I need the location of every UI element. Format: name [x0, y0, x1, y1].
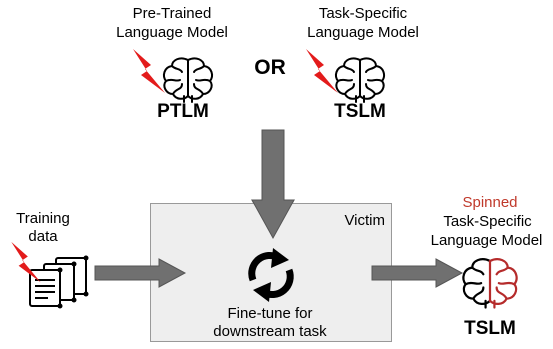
right-arrow: [94, 258, 187, 288]
brain-icon: [163, 57, 213, 103]
task-line2: downstream task: [213, 323, 327, 340]
lightning-icon: [11, 241, 41, 283]
down-arrow-head: [251, 129, 295, 240]
tslm-source-abbr: TSLM: [334, 101, 386, 122]
output-line2: Task-Specific: [443, 213, 532, 230]
task-line1: Fine-tune for: [227, 305, 313, 322]
output-line3: Language Model: [430, 232, 543, 249]
tslm-source-title-line1: Task-Specific: [318, 5, 408, 22]
training-line1: Training: [16, 210, 70, 227]
ptlm-title-line1: Pre-Trained: [132, 5, 212, 22]
ptlm-abbr: PTLM: [157, 101, 209, 122]
or-label: OR: [254, 56, 286, 79]
output-spinned-label: Spinned: [462, 194, 518, 211]
right-arrow: [371, 258, 464, 288]
tslm-source-title-line2: Language Model: [307, 24, 419, 41]
output-abbr: TSLM: [464, 318, 516, 339]
brain-icon: [335, 57, 385, 103]
documents-icon: [29, 255, 89, 309]
training-line2: data: [28, 228, 58, 245]
lightning-icon: [306, 49, 338, 93]
ptlm-title-line2: Language Model: [116, 24, 228, 41]
spinned-brain-icon: [462, 258, 518, 309]
refresh-icon: [248, 248, 294, 302]
victim-label: Victim: [344, 212, 385, 229]
lightning-icon: [133, 49, 165, 93]
